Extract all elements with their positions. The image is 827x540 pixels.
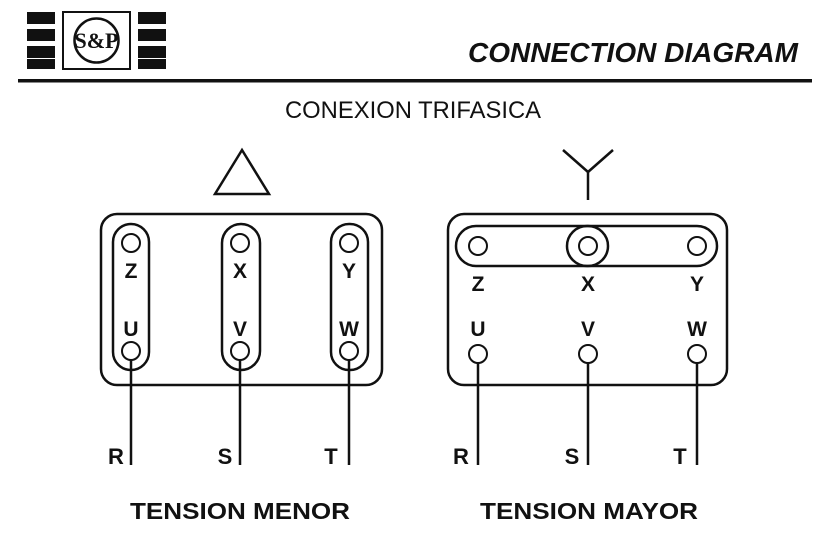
- terminal-label: W: [339, 318, 359, 341]
- terminal-label: Z: [125, 260, 138, 283]
- terminal-y: [687, 236, 707, 256]
- terminal-label: X: [233, 260, 247, 283]
- logo-text: S&P: [75, 28, 119, 53]
- terminal-x: [230, 233, 250, 253]
- logo-bar: [27, 12, 55, 24]
- line-label: T: [324, 444, 338, 469]
- logo-bar: [138, 46, 166, 58]
- header-rule: [18, 79, 812, 83]
- line-label: S: [218, 444, 233, 469]
- terminal-x: [578, 236, 598, 256]
- star-symbol: [562, 149, 614, 200]
- terminal-label: V: [581, 318, 595, 341]
- terminal-label: Y: [342, 260, 356, 283]
- terminal-v: [230, 341, 250, 361]
- link-bar: [565, 224, 719, 268]
- logo-bar: [27, 59, 55, 69]
- terminal-z: [468, 236, 488, 256]
- terminal-label: U: [470, 318, 485, 341]
- logo-bar: [27, 46, 55, 58]
- diagram-caption: TENSION MENOR: [130, 498, 350, 524]
- star-diagram: Z X Y U V W R S T TENSION MAYOR: [446, 149, 729, 524]
- terminal-label: X: [581, 273, 595, 296]
- terminal-v: [578, 344, 598, 364]
- line-label: R: [453, 444, 469, 469]
- terminal-label: V: [233, 318, 247, 341]
- line-label: T: [673, 444, 687, 469]
- logo-bar: [138, 12, 166, 24]
- sp-logo: S&P: [27, 11, 166, 70]
- terminal-u: [121, 341, 141, 361]
- terminal-label: Z: [472, 273, 485, 296]
- terminal-label: W: [687, 318, 707, 341]
- delta-diagram: Z X Y U V W R S T TENSION MENOR: [99, 147, 384, 524]
- terminal-w: [687, 344, 707, 364]
- terminal-label: Y: [690, 273, 704, 296]
- line-label: S: [565, 444, 580, 469]
- logo-bar: [138, 59, 166, 69]
- terminal-w: [339, 341, 359, 361]
- terminal-board: [446, 212, 729, 387]
- diagram-caption: TENSION MAYOR: [480, 498, 698, 524]
- link-bar: [220, 222, 262, 372]
- terminal-z: [121, 233, 141, 253]
- terminal-u: [468, 344, 488, 364]
- terminal-label: U: [123, 318, 138, 341]
- delta-symbol: [212, 147, 272, 196]
- terminal-board: [99, 212, 384, 387]
- link-bar: [454, 224, 610, 268]
- page-title: CONNECTION DIAGRAM: [468, 37, 799, 68]
- logo-circle: [73, 17, 120, 64]
- terminal-y: [339, 233, 359, 253]
- subtitle: CONEXION TRIFASICA: [285, 97, 541, 124]
- logo-bar: [27, 29, 55, 41]
- link-bar: [111, 222, 151, 372]
- link-bar: [329, 222, 370, 372]
- line-label: R: [108, 444, 124, 469]
- logo-bar: [138, 29, 166, 41]
